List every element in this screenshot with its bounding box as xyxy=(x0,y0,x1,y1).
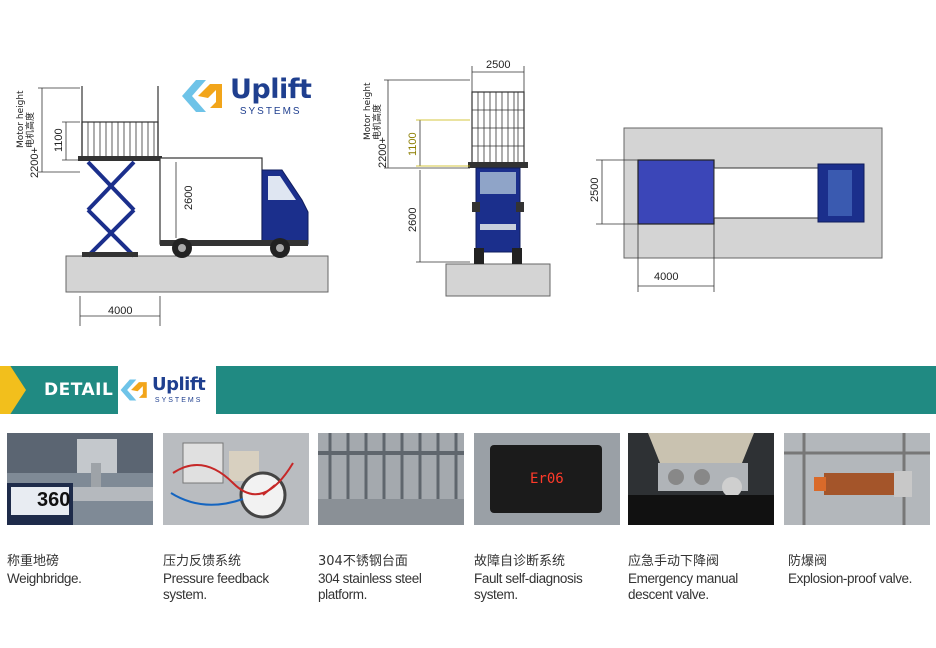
brand-logo: Uplift SYSTEMS xyxy=(178,66,323,126)
top-dim-length: 4000 xyxy=(654,271,678,283)
caption-en-pressure: Pressure feedback system. xyxy=(163,571,269,602)
caption-cn-platform: 304不锈钢台面 xyxy=(318,554,408,569)
side-motor-height-en: Motor height xyxy=(16,90,26,148)
side-view-drawing: Motor height 电机高度 2200+ 1100 2600 4000 xyxy=(16,86,329,326)
top-view-drawing: 2500 4000 xyxy=(589,127,883,292)
caption-en-weighbridge: Weighbridge. xyxy=(7,571,82,586)
top-dim-width: 2500 xyxy=(589,178,601,202)
side-dim-height: 2200+ xyxy=(29,147,41,178)
side-dim-platform: 1100 xyxy=(53,128,65,152)
photo-weighbridge: 360 xyxy=(7,433,153,525)
caption-en-explosion: Explosion-proof valve. xyxy=(788,571,913,586)
caption-en-platform: 304 stainless steel platform. xyxy=(318,571,422,602)
photo-pressure-feedback xyxy=(163,433,309,525)
front-dim-platform: 1100 xyxy=(407,132,419,156)
detail-title: DETAIL xyxy=(44,380,114,400)
photo-explosion-valve xyxy=(784,433,930,525)
front-motor-height-cn: 电机高度 xyxy=(371,104,383,140)
side-motor-height-cn: 电机高度 xyxy=(24,112,36,148)
uplift-logo-mark-icon xyxy=(182,80,222,112)
photo-fault-diagnosis: Er06 xyxy=(474,433,620,525)
fault-display-readout: Er06 xyxy=(530,471,564,487)
logo-brand-text: Uplift xyxy=(230,73,312,105)
front-view-drawing: 2500 Motor height 电机高度 2200+ 1100 2600 xyxy=(363,59,551,297)
front-dim-width: 2500 xyxy=(486,59,510,71)
front-motor-height-en: Motor height xyxy=(363,82,373,140)
front-dim-height: 2200+ xyxy=(377,137,389,168)
caption-cn-fault: 故障自诊断系统 xyxy=(474,554,566,569)
logo-sub-text: SYSTEMS xyxy=(239,105,302,117)
band-logo-brand-text: Uplift xyxy=(152,374,206,395)
photo-emergency-valve xyxy=(628,433,774,525)
caption-cn-emergency: 应急手动下降阀 xyxy=(628,554,720,569)
band-logo-sub-text: SYSTEMS xyxy=(154,397,203,404)
band-logo: Uplift SYSTEMS xyxy=(118,366,216,414)
side-dim-length: 4000 xyxy=(108,305,132,317)
caption-cn-pressure: 压力反馈系统 xyxy=(163,554,242,569)
side-dim-truck-height: 2600 xyxy=(183,186,195,210)
caption-cn-weighbridge: 称重地磅 xyxy=(7,554,60,569)
front-dim-truck-height: 2600 xyxy=(407,208,419,232)
photo-stainless-platform xyxy=(318,433,464,525)
caption-cn-explosion: 防爆阀 xyxy=(788,554,828,569)
caption-en-fault: Fault self-diagnosis system. xyxy=(474,571,583,602)
caption-en-emergency: Emergency manual descent valve. xyxy=(628,571,738,602)
uplift-logo-mark-icon xyxy=(120,379,147,401)
weighbridge-readout: 360 xyxy=(37,489,71,511)
